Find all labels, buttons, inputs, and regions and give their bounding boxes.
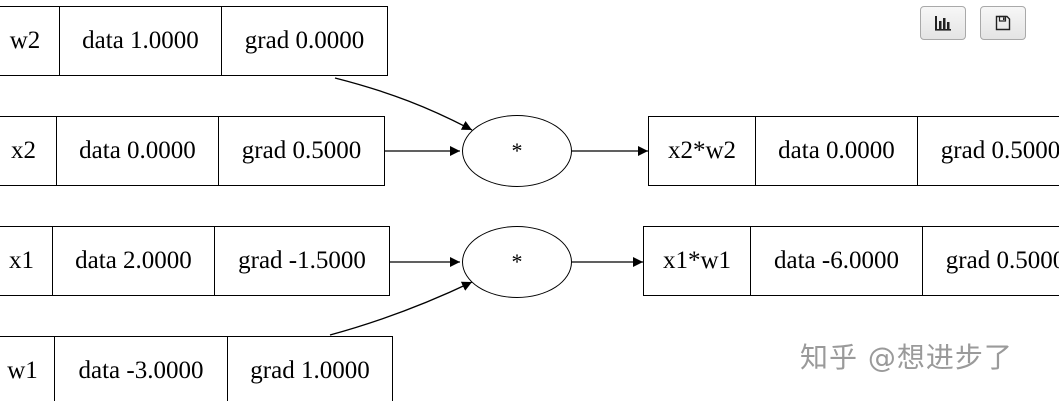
edge-w2-to-mul-top — [334, 77, 473, 131]
watermark-text: 知乎 @想进步了 — [800, 341, 1013, 374]
node-w1-data: data -3.0000 — [54, 337, 227, 401]
node-x1w1: x1*w1 data -6.0000 grad 0.5000 — [643, 226, 1059, 296]
node-x2-label: x2 — [11, 137, 36, 164]
save-icon — [995, 15, 1011, 31]
node-x1-grad: grad -1.5000 — [214, 227, 389, 295]
chart-button[interactable] — [920, 6, 966, 40]
node-w1: w1 data -3.0000 grad 1.0000 — [0, 336, 393, 401]
node-x1w1-label: x1*w1 — [662, 247, 732, 274]
node-x1-data: data 2.0000 — [52, 227, 214, 295]
node-x1: x1 data 2.0000 grad -1.5000 — [0, 226, 390, 296]
node-x1-label: x1 — [9, 247, 34, 274]
save-button[interactable] — [980, 6, 1026, 40]
node-x2: x2 data 0.0000 grad 0.5000 — [0, 116, 385, 186]
node-x1w1-data: data -6.0000 — [750, 227, 922, 295]
node-x2-grad: grad 0.5000 — [218, 117, 384, 185]
edge-w1-to-mul-bottom — [329, 281, 473, 336]
op-multiply-bottom: * — [462, 226, 572, 298]
node-x2-data: data 0.0000 — [56, 117, 218, 185]
bar-chart-icon — [935, 16, 951, 31]
node-x2w2-label: x2*w2 — [667, 137, 737, 164]
op-multiply-top-symbol: * — [511, 138, 523, 163]
op-multiply-bottom-symbol: * — [511, 249, 523, 274]
node-x2w2: x2*w2 data 0.0000 grad 0.5000 — [648, 116, 1059, 186]
node-w2-data: data 1.0000 — [59, 7, 221, 75]
node-w2-label: w2 — [9, 27, 41, 54]
node-x2w2-grad: grad 0.5000 — [917, 117, 1059, 185]
node-x2w2-data: data 0.0000 — [755, 117, 917, 185]
node-w2: w2 data 1.0000 grad 0.0000 — [0, 6, 388, 76]
node-w1-grad: grad 1.0000 — [227, 337, 392, 401]
node-w1-label: w1 — [7, 357, 38, 384]
op-multiply-top: * — [462, 115, 572, 187]
node-x1w1-grad: grad 0.5000 — [922, 227, 1059, 295]
node-w2-grad: grad 0.0000 — [221, 7, 387, 75]
